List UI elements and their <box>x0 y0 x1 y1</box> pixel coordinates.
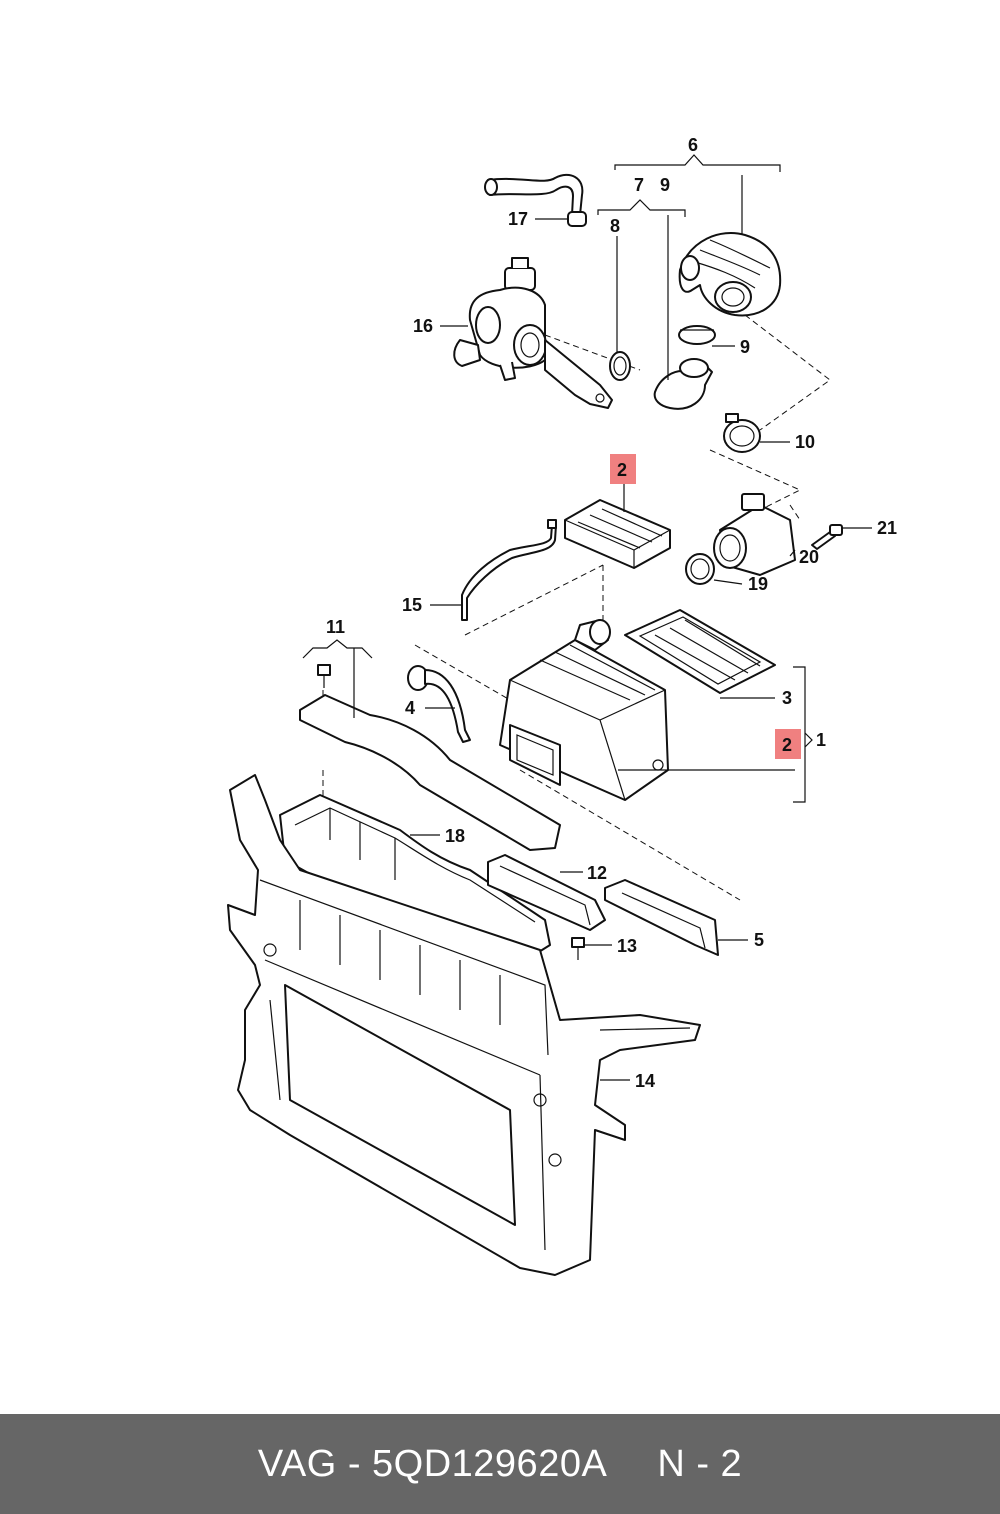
part-code: VAG - 5QD129620A <box>257 1442 608 1485</box>
parts-diagram: 6 7 9 17 8 16 9 10 2 21 20 19 15 11 3 4 … <box>227 135 897 1276</box>
highlight-box-side <box>775 729 801 759</box>
filter-tray <box>624 609 776 694</box>
callout-20: 20 <box>799 547 819 567</box>
callout-19: 19 <box>748 574 768 594</box>
callout-14: 14 <box>635 1071 655 1091</box>
intake-hose <box>678 232 782 317</box>
callouts: 6 7 9 17 8 16 9 10 2 21 20 19 15 11 3 4 … <box>326 135 897 1091</box>
callout-8: 8 <box>610 216 620 236</box>
lock-carrier <box>227 774 701 1276</box>
callout-9: 9 <box>740 337 750 357</box>
small-hose <box>407 665 471 743</box>
callout-4: 4 <box>405 698 415 718</box>
callout-9-top: 9 <box>660 175 670 195</box>
drain-tube <box>461 519 557 621</box>
callout-12: 12 <box>587 863 607 883</box>
callout-16: 16 <box>413 316 433 336</box>
screw-13 <box>571 937 585 960</box>
air-filter-housing <box>499 619 669 801</box>
duct-plate <box>604 879 719 956</box>
callout-11: 11 <box>326 617 345 637</box>
highlight-box-top <box>610 454 636 484</box>
elbow-hose <box>653 325 716 410</box>
callout-10: 10 <box>795 432 815 452</box>
callout-18: 18 <box>445 826 465 846</box>
callout-13: 13 <box>617 936 637 956</box>
footer-bar: VAG - 5QD129620A N - 2 <box>0 1414 1000 1514</box>
callout-7: 7 <box>634 175 644 195</box>
filter-element-top <box>564 499 671 569</box>
o-ring-8 <box>609 351 631 381</box>
leader-lines <box>302 154 872 1081</box>
callout-5: 5 <box>754 930 764 950</box>
callout-3: 3 <box>782 688 792 708</box>
seal-ring <box>685 553 715 585</box>
callout-6: 6 <box>688 135 698 155</box>
callout-15: 15 <box>402 595 422 615</box>
air-mass-meter <box>713 493 796 576</box>
bolt-21 <box>811 524 843 550</box>
breather-hose <box>484 173 587 227</box>
intake-housing <box>453 257 613 409</box>
callout-21: 21 <box>877 518 897 538</box>
callout-1: 1 <box>816 730 826 750</box>
cover-strip <box>299 664 561 851</box>
position-code: N - 2 <box>657 1442 743 1485</box>
callout-2-side: 2 <box>782 735 792 755</box>
callout-2-top: 2 <box>617 460 627 480</box>
callout-17: 17 <box>508 209 528 229</box>
hose-clamp <box>723 413 761 453</box>
duct-piece <box>487 854 606 931</box>
